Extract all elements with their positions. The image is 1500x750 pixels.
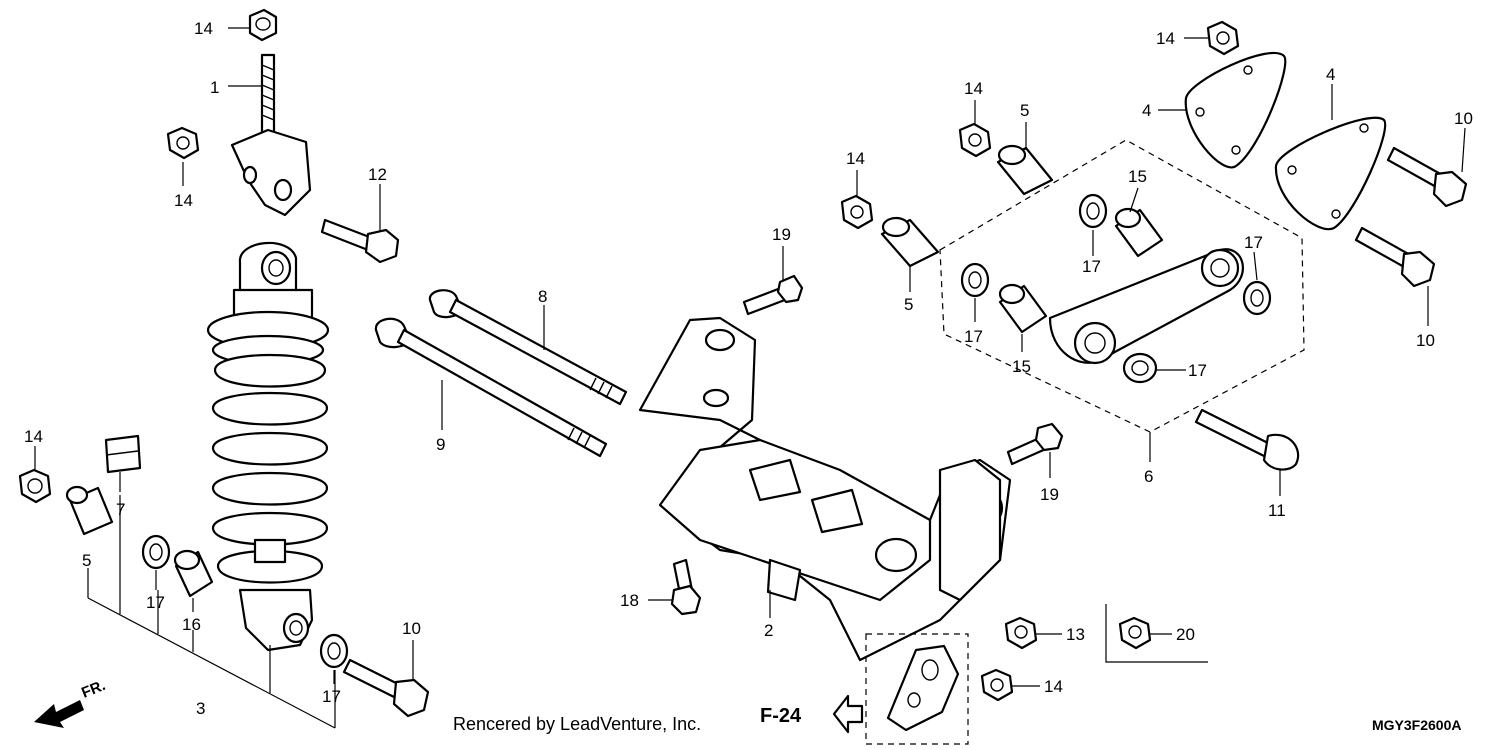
callout-14: 14 bbox=[24, 427, 43, 446]
bolt-10-upper-right[interactable] bbox=[1386, 146, 1468, 208]
collar-16[interactable] bbox=[173, 549, 214, 598]
callout-10: 10 bbox=[1454, 109, 1473, 128]
mount-plate-4-left[interactable] bbox=[1184, 51, 1287, 169]
bushing-17-left[interactable] bbox=[141, 534, 171, 570]
long-bolt-8[interactable] bbox=[428, 289, 628, 406]
nut-20[interactable] bbox=[1105, 604, 1208, 663]
callout-6: 6 bbox=[1144, 467, 1153, 486]
bolt-18[interactable] bbox=[670, 558, 702, 616]
callout-7: 7 bbox=[116, 500, 125, 519]
callout-14: 14 bbox=[174, 191, 193, 210]
bushing-17-bottom[interactable] bbox=[319, 633, 349, 669]
callout-17: 17 bbox=[1244, 233, 1263, 252]
rear-shock-absorber[interactable] bbox=[206, 242, 330, 652]
bushing-17-link-b[interactable] bbox=[1242, 280, 1272, 316]
callout-2: 2 bbox=[764, 621, 773, 640]
callout-18: 18 bbox=[620, 591, 639, 610]
nut-14-upper[interactable] bbox=[958, 122, 992, 158]
callout-11: 11 bbox=[1268, 501, 1286, 520]
callout-10: 10 bbox=[1416, 331, 1435, 350]
label-sticker-7[interactable] bbox=[104, 434, 142, 474]
sub-assembly-f24[interactable] bbox=[865, 633, 969, 745]
callout-9: 9 bbox=[436, 435, 445, 454]
callout-17: 17 bbox=[322, 687, 341, 706]
nut-13[interactable] bbox=[1004, 616, 1038, 650]
shock-top-mount[interactable] bbox=[230, 53, 312, 217]
collar-5-upper[interactable] bbox=[996, 144, 1054, 196]
callout-19: 19 bbox=[772, 225, 791, 244]
bolt-12[interactable] bbox=[320, 218, 400, 264]
callout-14: 14 bbox=[1044, 677, 1063, 696]
callout-17: 17 bbox=[146, 593, 165, 612]
collar-5-left[interactable] bbox=[65, 485, 114, 536]
callout-17: 17 bbox=[964, 327, 983, 346]
callout-numbers: 14 1 14 12 8 9 14 7 5 17 16 3 17 10 18 2… bbox=[24, 19, 1473, 718]
credit-text: Rencered by LeadVenture, Inc. bbox=[453, 714, 701, 734]
mount-bracket-2[interactable] bbox=[638, 316, 1012, 662]
svg-text:F-24: F-24 bbox=[760, 705, 802, 727]
callout-4: 4 bbox=[1326, 65, 1335, 84]
callout-16: 16 bbox=[182, 615, 201, 634]
callout-10: 10 bbox=[402, 619, 421, 638]
callout-5: 5 bbox=[82, 551, 91, 570]
bushing-17-link-c[interactable] bbox=[960, 262, 990, 298]
svg-text:FR.: FR. bbox=[79, 677, 108, 702]
bolt-19-upper[interactable] bbox=[742, 274, 804, 316]
callout-15: 15 bbox=[1012, 357, 1031, 376]
callout-13: 13 bbox=[1066, 625, 1085, 644]
nut-14-mid[interactable] bbox=[840, 194, 874, 230]
callout-14: 14 bbox=[846, 149, 865, 168]
callout-14: 14 bbox=[194, 19, 213, 38]
callout-5: 5 bbox=[1020, 101, 1029, 120]
callout-20: 20 bbox=[1176, 625, 1195, 644]
callout-12: 12 bbox=[368, 165, 387, 184]
bushing-17-link-a[interactable] bbox=[1078, 193, 1108, 229]
callout-14: 14 bbox=[964, 79, 983, 98]
nut-14-lower[interactable] bbox=[980, 668, 1014, 702]
callout-3: 3 bbox=[196, 699, 205, 718]
callout-1: 1 bbox=[210, 78, 219, 97]
bolt-19-lower[interactable] bbox=[1006, 422, 1064, 466]
leader-lines bbox=[34, 27, 1466, 687]
link-assembly-6[interactable] bbox=[939, 139, 1305, 433]
bolt-11[interactable] bbox=[1194, 408, 1300, 471]
callout-4: 4 bbox=[1142, 101, 1151, 120]
bolt-10-bottom[interactable] bbox=[342, 658, 430, 718]
long-bolt-9[interactable] bbox=[374, 317, 608, 458]
assembly-bracket-3 bbox=[87, 495, 336, 729]
callout-15: 15 bbox=[1128, 167, 1147, 186]
bolt-10-lower-right[interactable] bbox=[1354, 226, 1436, 288]
mount-plate-4-right[interactable] bbox=[1274, 116, 1387, 231]
callout-19: 19 bbox=[1040, 485, 1059, 504]
callout-17: 17 bbox=[1082, 257, 1101, 276]
front-direction-arrow: FR. bbox=[34, 677, 108, 728]
callout-5: 5 bbox=[904, 295, 913, 314]
callout-14: 14 bbox=[1156, 29, 1175, 48]
diagram-code: MGY3F2600A bbox=[1372, 717, 1461, 733]
nut-14-far-left[interactable] bbox=[18, 468, 52, 504]
callout-8: 8 bbox=[538, 287, 547, 306]
nut-14-left[interactable] bbox=[166, 126, 200, 160]
collar-15-lower[interactable] bbox=[998, 283, 1048, 334]
nut-14-top-right[interactable] bbox=[1206, 20, 1240, 56]
bushing-17-link-d[interactable] bbox=[1122, 352, 1158, 384]
nut-14-top[interactable] bbox=[248, 8, 278, 42]
reference-arrow-f24[interactable]: F-24 bbox=[760, 694, 864, 734]
collar-5-mid[interactable] bbox=[880, 216, 940, 268]
collar-15-upper[interactable] bbox=[1114, 207, 1164, 258]
callout-17: 17 bbox=[1188, 361, 1207, 380]
